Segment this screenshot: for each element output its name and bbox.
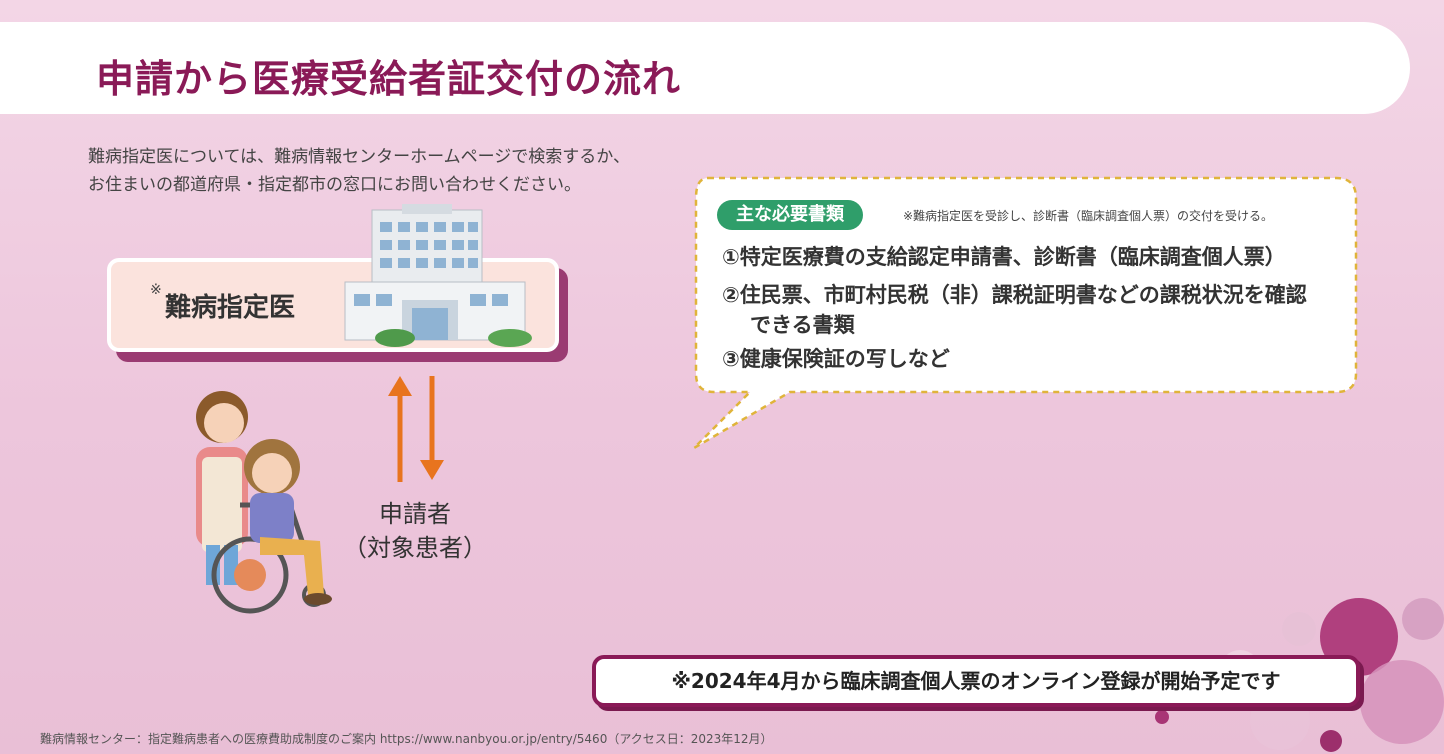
doctor-label: 難病指定医 [165,293,296,323]
required-documents-badge: 主な必要書類 [717,200,863,230]
document-item-1: ①特定医療費の支給認定申請書、診断書（臨床調査個人票） [722,245,1286,269]
document-item-2: ②住民票、市町村民税（非）課税証明書などの課税状況を確認 [722,283,1307,307]
applicant-subtitle: （対象患者） [343,534,487,562]
intro-text: 難病指定医については、難病情報センターホームページで検索するか、 お住まいの都道… [88,143,630,199]
document-item-3: ③健康保険証の写しなど [722,347,950,371]
decor-circle [1155,710,1169,724]
caregiver-wheelchair-illustration [196,391,332,614]
hospital-icon [344,204,532,347]
page-title: 申請から医療受給者証交付の流れ [96,57,682,101]
doctor-note-mark: ※ [150,282,162,298]
source-footer: 難病情報センター：指定難病患者への医療費助成制度のご案内 https://www… [40,732,773,746]
applicant-title: 申請者 [379,500,451,528]
decor-circle [1402,598,1444,640]
decor-circle [1360,660,1444,744]
documents-note: ※難病指定医を受診し、診断書（臨床調査個人票）の交付を受ける。 [903,209,1274,223]
decor-circle [1320,730,1342,752]
flow-arrows [388,376,444,482]
decor-circle [1282,612,1316,646]
intro-line-1: 難病指定医については、難病情報センターホームページで検索するか、 [88,147,630,167]
document-item-2-cont: できる書類 [750,313,855,337]
online-registration-notice: ※2024年4月から臨床調査個人票のオンライン登録が開始予定です [592,655,1360,707]
arrow-down-icon [420,376,444,480]
title-bar [0,22,1410,114]
arrow-up-icon [388,376,412,482]
intro-line-2: お住まいの都道府県・指定都市の窓口にお問い合わせください。 [88,175,581,195]
applicant-label: 申請者 （対象患者） [340,497,490,565]
documents-speech-bubble [693,176,1358,450]
